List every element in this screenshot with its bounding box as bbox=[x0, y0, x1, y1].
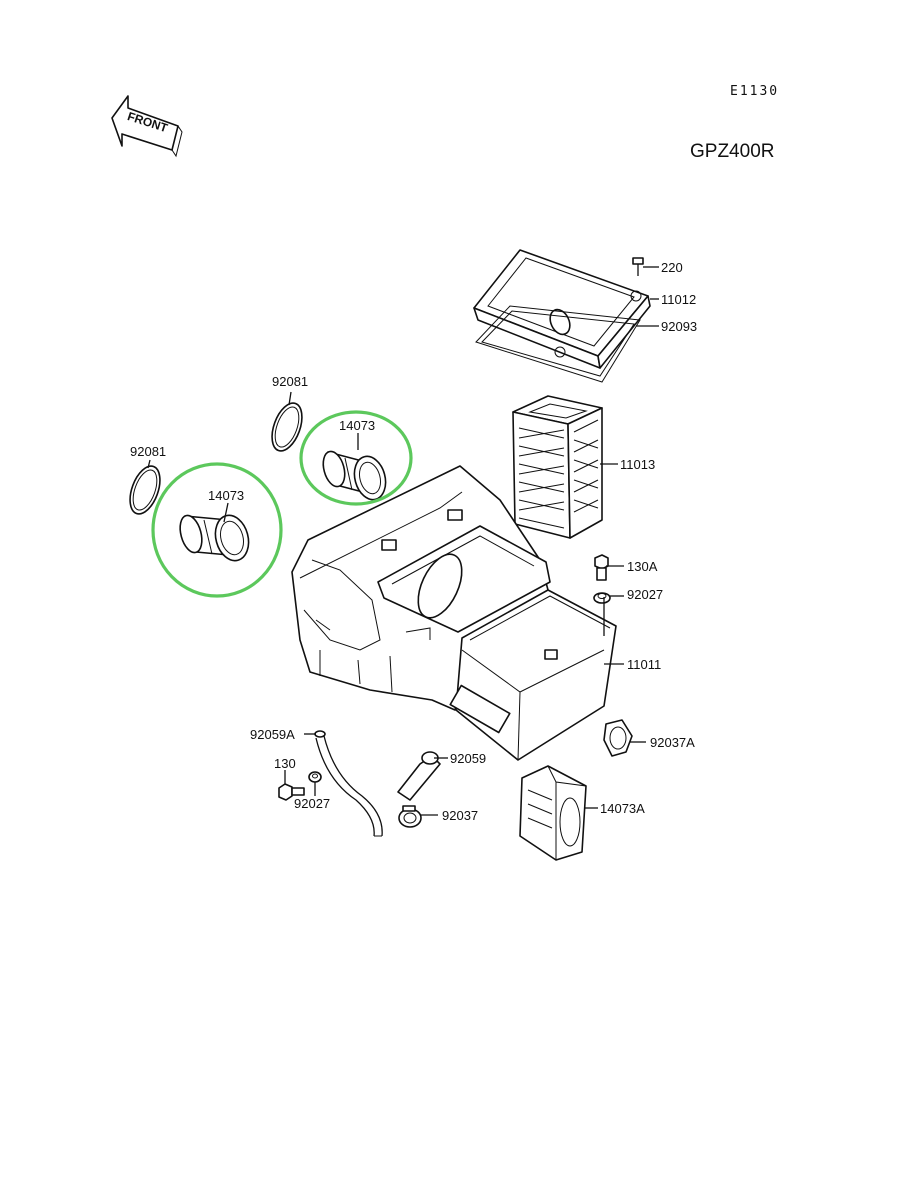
label-130: 130 bbox=[274, 756, 296, 771]
label-130A: 130A bbox=[627, 559, 658, 574]
label-11011: 11011 bbox=[627, 657, 661, 672]
label-14073-left: 14073 bbox=[208, 488, 244, 503]
bolt-130 bbox=[278, 783, 305, 801]
diagram-code: E1130 bbox=[730, 84, 779, 99]
filter-element bbox=[512, 395, 603, 539]
label-220: 220 bbox=[661, 260, 683, 275]
grommet-92027-right bbox=[593, 592, 611, 604]
model-name: GPZ400R bbox=[690, 141, 774, 162]
label-92081-top: 92081 bbox=[272, 374, 308, 389]
clamp-92037A bbox=[603, 719, 633, 757]
screw-220 bbox=[632, 257, 644, 276]
o-ring-92081-top bbox=[271, 402, 303, 452]
duct-14073-left bbox=[179, 514, 250, 562]
cover-gasket-inner bbox=[481, 310, 635, 377]
label-92037: 92037 bbox=[442, 808, 478, 823]
label-11013: 11013 bbox=[620, 457, 655, 472]
label-11012: 11012 bbox=[661, 292, 696, 307]
drain-tube-92059 bbox=[397, 751, 441, 801]
label-92081-left: 92081 bbox=[130, 444, 166, 459]
bolt-130A bbox=[594, 554, 609, 581]
highlight-circle-top bbox=[299, 410, 413, 506]
air-box-housing bbox=[291, 465, 617, 761]
cover-gasket bbox=[475, 305, 641, 383]
highlight-circle-left bbox=[151, 462, 283, 598]
label-14073-top: 14073 bbox=[339, 418, 375, 433]
clamp-92037 bbox=[398, 805, 422, 828]
front-arrow-icon: FRONT bbox=[111, 95, 183, 158]
label-92059: 92059 bbox=[450, 751, 486, 766]
breather-hose-92059A bbox=[314, 730, 383, 837]
label-92037A: 92037A bbox=[650, 735, 695, 750]
label-92027-right: 92027 bbox=[627, 587, 663, 602]
leader-lines bbox=[147, 266, 659, 816]
air-cleaner-cover bbox=[473, 249, 651, 369]
label-14073A: 14073A bbox=[600, 801, 645, 816]
intake-duct-14073A bbox=[519, 765, 587, 861]
o-ring-92081-left bbox=[129, 465, 161, 515]
duct-14073-top bbox=[322, 450, 387, 501]
label-92093: 92093 bbox=[661, 319, 697, 334]
label-92059A: 92059A bbox=[250, 727, 295, 742]
grommet-92027-left bbox=[308, 771, 322, 783]
label-92027-left: 92027 bbox=[294, 796, 330, 811]
